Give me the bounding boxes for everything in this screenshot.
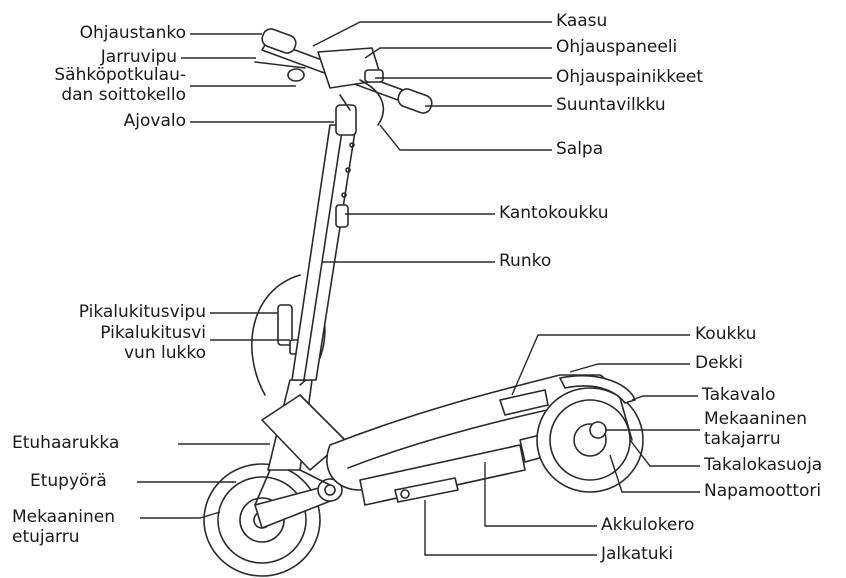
front-fork-drawing bbox=[254, 379, 346, 506]
label-battery-compartment: Akkulokero bbox=[601, 515, 695, 535]
label-front-wheel: Etupyörä bbox=[30, 471, 107, 491]
label-frame: Runko bbox=[499, 251, 552, 271]
rear-fender-drawing bbox=[559, 374, 636, 441]
label-rear-brake-line2: takajarru bbox=[704, 429, 781, 449]
label-deck: Dekki bbox=[695, 353, 743, 373]
label-dashboard: Ohjauspaneeli bbox=[556, 37, 678, 57]
label-throttle: Kaasu bbox=[556, 11, 608, 31]
label-quick-lock-catch-line1: Pikalukitusvi bbox=[100, 323, 206, 343]
label-front-fork: Etuhaarukka bbox=[12, 433, 120, 453]
label-front-brake-line2: etujarru bbox=[12, 527, 80, 547]
label-hub-motor: Napamoottori bbox=[704, 481, 822, 501]
label-quick-lock-lever: Pikalukitusvipu bbox=[78, 302, 206, 322]
label-front-brake-line1: Mekaaninen bbox=[12, 507, 116, 527]
label-turn-signal: Suuntavilkku bbox=[556, 95, 666, 115]
kickstand-drawing bbox=[394, 477, 459, 503]
label-control-buttons: Ohjauspainikkeet bbox=[556, 67, 704, 87]
label-bell-line2: dan soittokello bbox=[61, 85, 186, 105]
label-kickstand: Jalkatuki bbox=[601, 544, 674, 564]
label-latch: Salpa bbox=[556, 139, 604, 159]
label-hook: Koukku bbox=[695, 324, 757, 344]
leader-lines-right bbox=[312, 21, 700, 556]
leader-lines-left bbox=[137, 33, 334, 519]
label-rear-brake-line1: Mekaaninen bbox=[704, 409, 808, 429]
label-carry-hook: Kantokoukku bbox=[499, 203, 609, 223]
label-rear-fender: Takalokasuoja bbox=[704, 455, 823, 475]
label-bell-line1: Sähköpotkulau- bbox=[54, 65, 186, 85]
label-quick-lock-catch-line2: vun lukko bbox=[124, 343, 206, 363]
rear-wheel-drawing bbox=[536, 387, 644, 493]
label-headlight: Ajovalo bbox=[123, 111, 186, 131]
label-tail-light: Takavalo bbox=[702, 385, 776, 405]
stem-drawing bbox=[291, 104, 357, 381]
label-brake-lever: Jarruvipu bbox=[100, 47, 177, 67]
front-brake-drawing bbox=[254, 478, 343, 529]
label-handlebar: Ohjaustanko bbox=[79, 23, 186, 43]
